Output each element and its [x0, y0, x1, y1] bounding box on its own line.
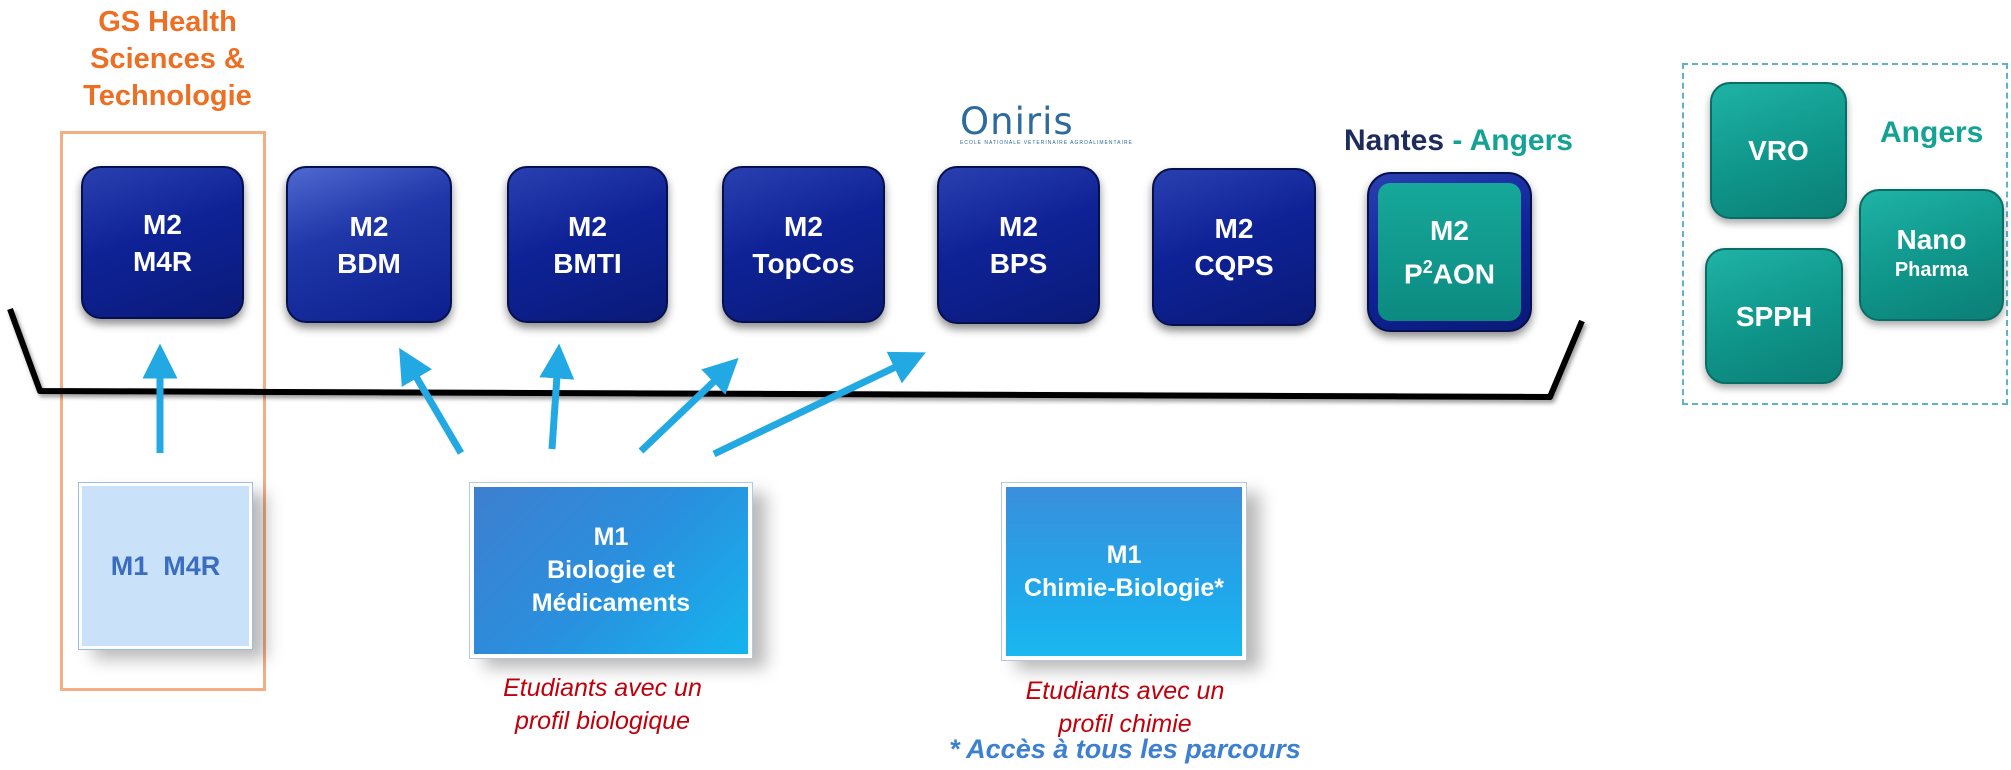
p2aon-prefix: P — [1404, 258, 1423, 290]
angers-tile-nanopharma: Nano Pharma — [1859, 189, 2004, 321]
gs-frame — [60, 131, 266, 691]
m2-tile-line2: BMTI — [553, 247, 622, 279]
angers-group-label: Angers — [1880, 116, 1984, 149]
oniris-logo-word: Oniris — [960, 100, 1074, 143]
m2-tile-line2: CQPS — [1194, 250, 1274, 281]
m1-box-line1: M1 — [1106, 540, 1142, 569]
m2-tile-bps: M2 BPS — [937, 166, 1100, 324]
m2-tile-p2aon-inner: M2 P2AON — [1378, 183, 1521, 321]
angers-tile-spph: SPPH — [1705, 248, 1843, 384]
note-bio-line1: Etudiants avec un — [503, 674, 702, 702]
m1-box-line2: Biologie et — [547, 556, 675, 584]
m2-tile-line1: M2 — [999, 211, 1038, 242]
p2aon-suffix: AON — [1432, 258, 1495, 290]
gs-title-line3: Technologie — [83, 80, 252, 112]
note-bio: Etudiants avec un profil biologique — [470, 672, 735, 738]
gs-title: GS Health Sciences & Technologie — [40, 4, 295, 115]
m1-box-line3: Médicaments — [531, 589, 691, 617]
city-label: Nantes - Angers — [1344, 124, 1573, 158]
arrow-topcos — [638, 357, 739, 454]
m2-tile-line1: M2 — [143, 208, 182, 240]
m2-tile-bdm: M2 BDM — [286, 166, 452, 323]
m2-tile-line1: M2 — [1214, 213, 1254, 244]
m1-box-line2: M4R — [163, 550, 221, 581]
m1-box-line1: M1 — [110, 550, 149, 581]
note-access: * Accès à tous les parcours — [949, 734, 1301, 764]
note-bio-line2: profil biologique — [514, 707, 691, 735]
m1-box-chimie: M1 Chimie-Biologie* — [1001, 482, 1247, 661]
oniris-logo-sub: ECOLE NATIONALE VETERINAIRE AGROALIMENTA… — [960, 140, 1133, 146]
m2-tile-line2: P2AON — [1404, 249, 1495, 292]
arrow-bmti — [539, 343, 575, 450]
m2-tile-line1: M2 — [784, 210, 823, 242]
city-angers: Angers — [1469, 124, 1573, 157]
note-chim-line2: profil chimie — [1058, 710, 1192, 738]
city-nantes: Nantes — [1344, 124, 1445, 157]
m1-box-m4r: M1 M4R — [78, 482, 253, 650]
m2-tile-line2: TopCos — [752, 247, 855, 279]
angers-tile-line1: Nano — [1896, 224, 1967, 255]
arrow-bdm — [399, 347, 465, 455]
m2-tile-line2: M4R — [132, 245, 193, 277]
m2-tile-line1: M2 — [568, 210, 607, 242]
m1-box-biologie: M1 Biologie et Médicaments — [469, 482, 753, 659]
gs-title-line1: GS Health — [98, 6, 237, 38]
m2-tile-m4r: M2 M4R — [81, 166, 244, 319]
city-separator: - — [1444, 124, 1470, 157]
p2aon-sup: 2 — [1422, 256, 1433, 277]
bracket-line — [7, 307, 1585, 400]
m2-tile-cqps: M2 CQPS — [1152, 168, 1316, 326]
m1-box-m4r-label: M1 M4R — [111, 551, 221, 582]
oniris-logo: Oniris ECOLE NATIONALE VETERINAIRE AGROA… — [960, 100, 1133, 154]
m2-tile-line1: M2 — [349, 210, 389, 242]
m2-tile-line1: M2 — [1430, 214, 1469, 246]
m2-tile-topcos: M2 TopCos — [722, 166, 885, 323]
m2-tile-bmti: M2 BMTI — [507, 166, 668, 323]
angers-tile-line1: VRO — [1748, 135, 1809, 166]
angers-tile-line1: SPPH — [1735, 300, 1813, 332]
angers-tile-vro: VRO — [1710, 82, 1847, 219]
note-chim-line1: Etudiants avec un — [1025, 677, 1225, 705]
arrow-bps — [712, 351, 926, 458]
m1-box-line2: Chimie-Biologie* — [1023, 573, 1224, 602]
m1-box-line1: M1 — [593, 523, 629, 551]
note-chim: Etudiants avec un profil chimie — [1000, 675, 1250, 741]
angers-tile-line2: Pharma — [1894, 259, 1969, 281]
gs-title-line2: Sciences & — [90, 43, 245, 75]
m2-tile-line2: BPS — [989, 248, 1048, 279]
m2-tile-line2: BDM — [337, 247, 401, 279]
m2-tile-p2aon: M2 P2AON — [1367, 172, 1532, 332]
angers-group-frame — [1682, 63, 2008, 405]
